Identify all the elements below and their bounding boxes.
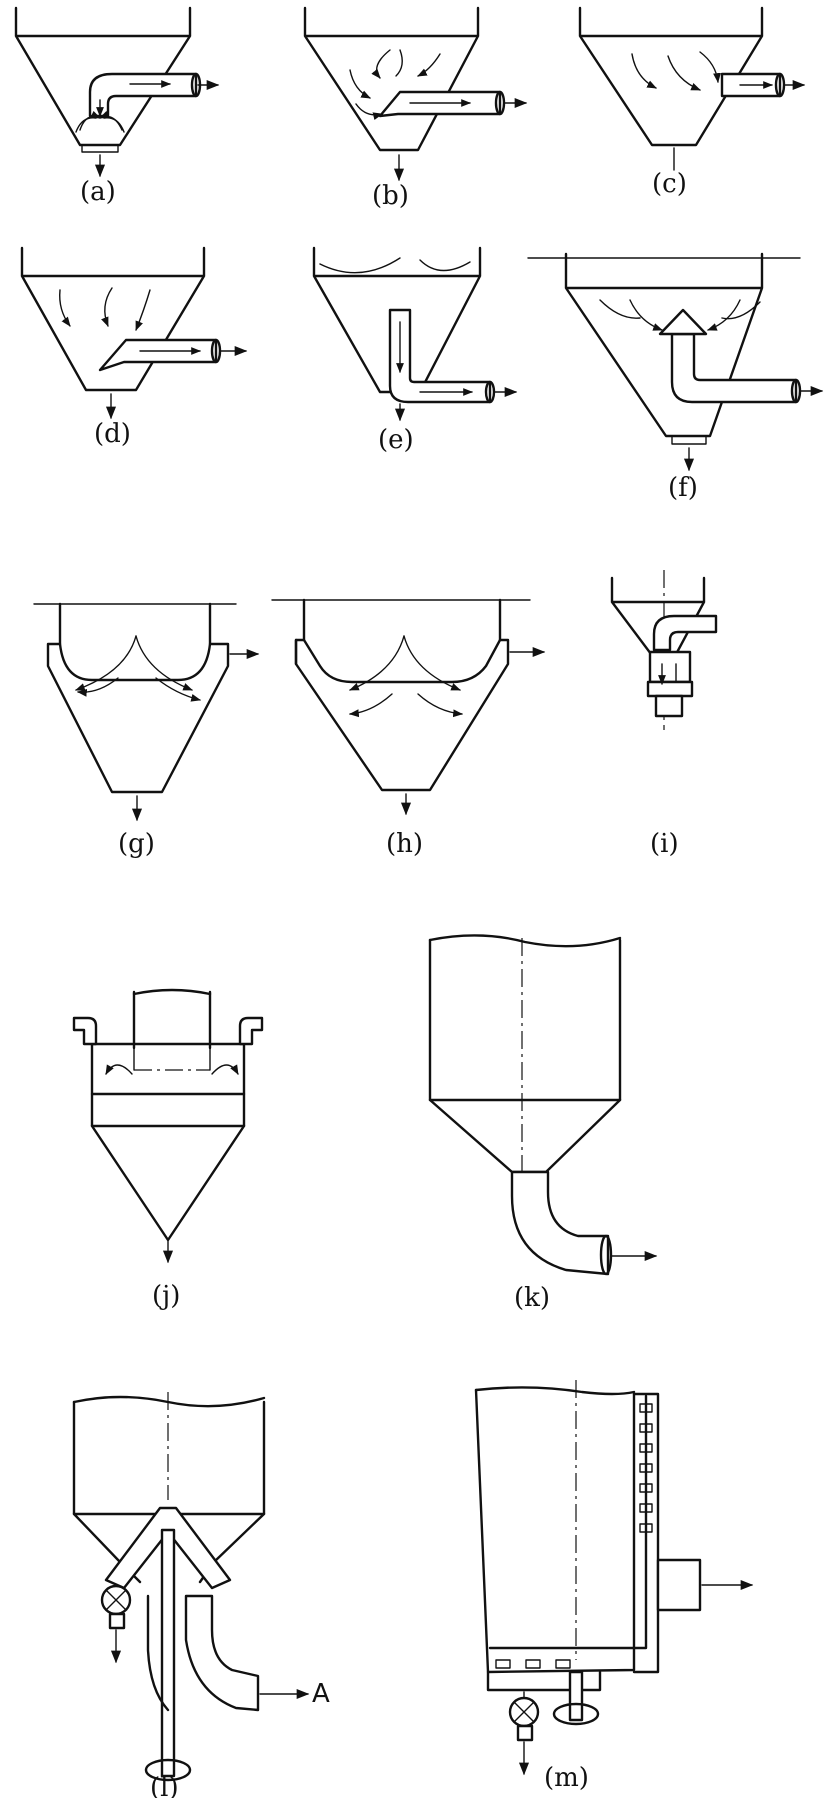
panel-label-f: (f) (668, 473, 698, 503)
panel-label-i: (i) (650, 829, 679, 859)
silo-body (428, 938, 622, 1102)
panel-label-d: (d) (94, 419, 131, 449)
panel-label-g: (g) (118, 829, 155, 859)
panel-e: (e) (312, 246, 518, 455)
panel-label-j: (j) (152, 1281, 180, 1311)
vertical-bent-pipe (388, 308, 492, 404)
curved-outlet-pipe (510, 1170, 610, 1276)
right-vent-pipe (238, 1016, 264, 1046)
central-rod (160, 1528, 176, 1778)
inverted-v-distributor (104, 1506, 232, 1590)
valve-stem (654, 694, 684, 718)
left-vent-pipe (72, 1016, 98, 1046)
panel-label-c: (c) (652, 169, 687, 199)
panel-label-a: (a) (80, 177, 116, 207)
outlet-label-a: A (312, 1679, 330, 1709)
panel-d: (d) (20, 246, 248, 449)
collar (648, 650, 692, 684)
panel-h: (h) (271, 598, 546, 859)
panel-b: (b) (303, 6, 528, 211)
cone-cap (658, 308, 708, 336)
silo-body (72, 1400, 266, 1516)
panel-g: (g) (33, 602, 260, 859)
cone (90, 1124, 246, 1242)
hopper-body (20, 246, 206, 392)
hopper-body (46, 602, 230, 794)
curved-outlet-a (184, 1594, 260, 1712)
panel-l: A (l) (72, 1392, 330, 1798)
panel-label-k: (k) (514, 1283, 550, 1313)
heating-jacket (632, 1392, 660, 1674)
hopper-body (294, 598, 510, 792)
base-disc (552, 1702, 600, 1726)
silo-cone (428, 1098, 622, 1174)
panel-m: (m) (474, 1380, 754, 1793)
panel-k: (k) (428, 934, 658, 1313)
angled-outlet-pipe (98, 338, 218, 372)
silo-body (474, 1388, 636, 1674)
hopper-body (303, 6, 480, 152)
panel-a: (a) (14, 6, 220, 207)
small-elbow-pipe (652, 614, 718, 652)
panel-label-b: (b) (372, 181, 409, 211)
panel-label-h: (h) (386, 829, 423, 859)
hopper-body (564, 252, 764, 438)
side-outlet-box (656, 1558, 702, 1612)
panel-c: (c) (578, 6, 806, 199)
panel-label-e: (e) (378, 425, 414, 455)
panel-i: (i) (610, 570, 718, 859)
central-rod (568, 1670, 584, 1722)
base-disc (144, 1758, 192, 1782)
angled-outlet-pipe (378, 90, 502, 118)
cyclone-body (132, 990, 212, 1050)
panel-label-l: (l) (150, 1773, 179, 1798)
panel-j: (j) (72, 988, 264, 1311)
panel-label-m: (m) (544, 1763, 589, 1793)
panel-f: (f) (527, 252, 824, 503)
outlet-box (90, 1042, 246, 1096)
